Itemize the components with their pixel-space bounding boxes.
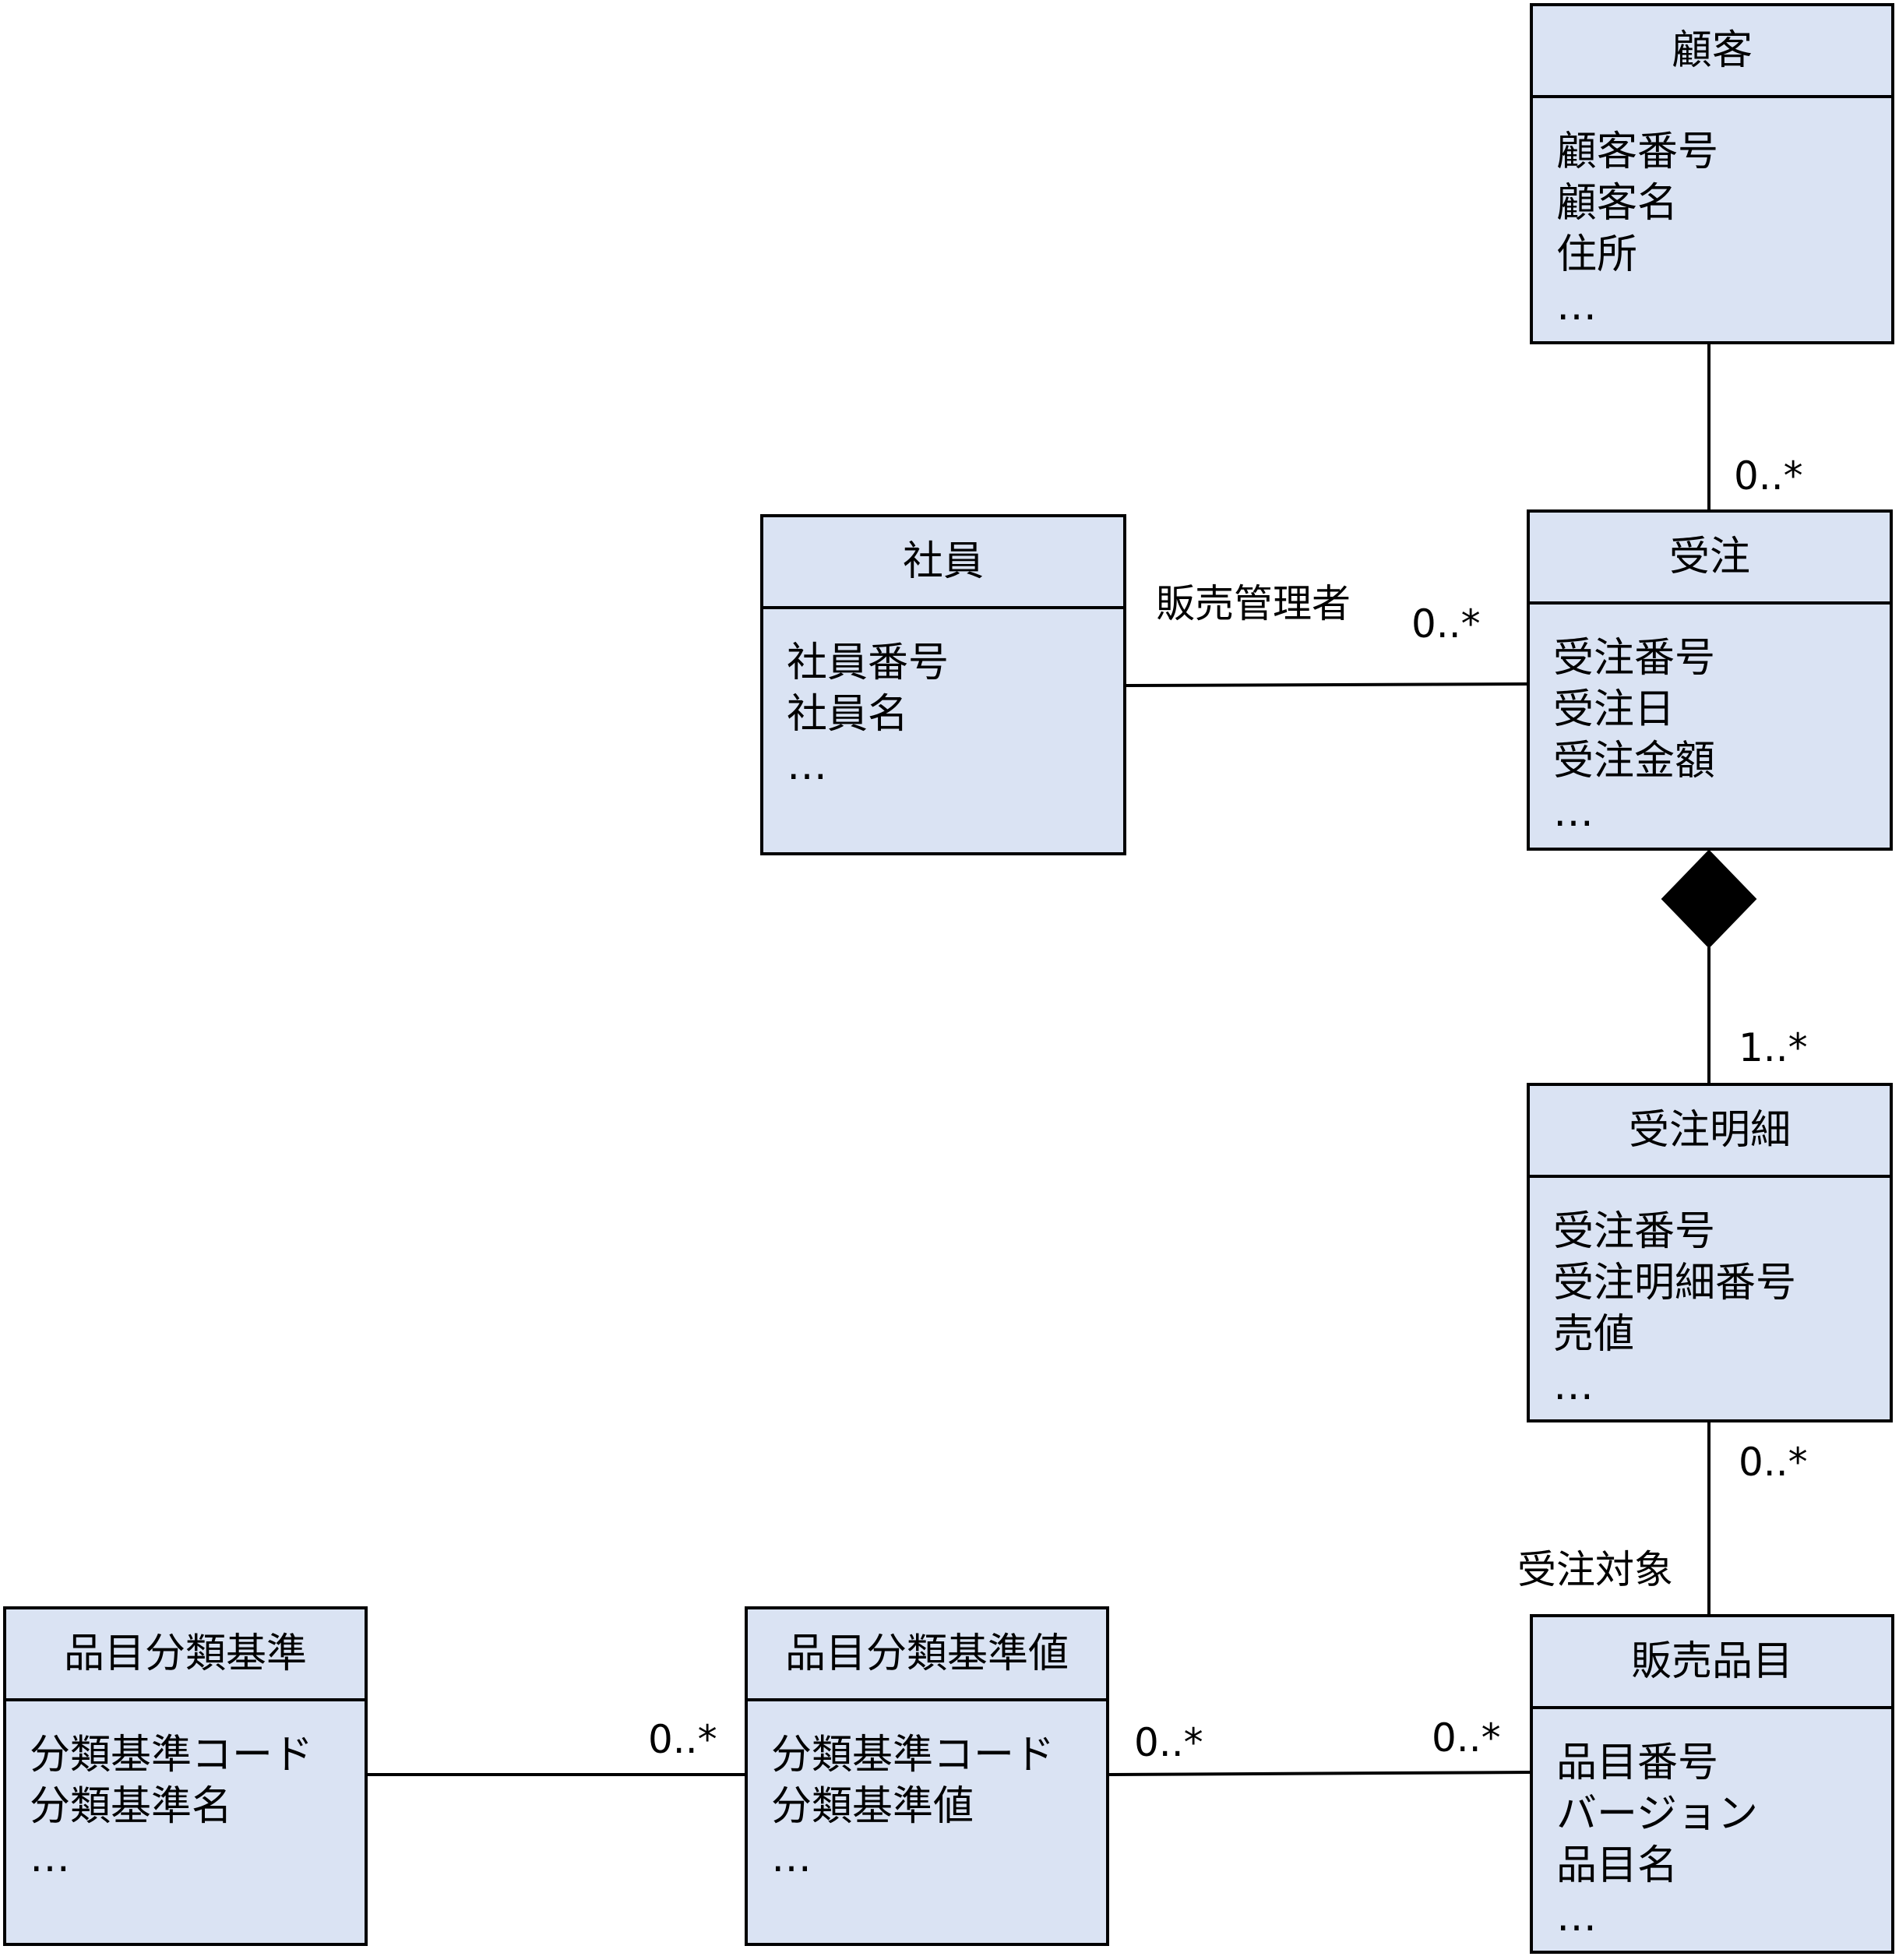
class-sales-item[interactable]: 販売品目 品目番号 バージョン 品目名 … — [1530, 1614, 1894, 1954]
class-customer[interactable]: 顧客 顧客番号 顧客名 住所 … — [1530, 3, 1894, 344]
attribute: 売値 — [1553, 1311, 1635, 1358]
class-category-attributes: 分類基準コード 分類基準名 … — [6, 1701, 365, 1884]
class-category-value[interactable]: 品目分類基準値 分類基準コード 分類基準値 … — [745, 1606, 1109, 1946]
class-customer-attributes: 顧客番号 顧客名 住所 … — [1533, 98, 1891, 332]
attribute: 社員番号 — [787, 640, 950, 686]
class-category-name: 品目分類基準 — [6, 1609, 365, 1701]
class-order-attributes: 受注番号 受注日 受注金額 … — [1530, 605, 1890, 838]
attribute: 受注金額 — [1553, 738, 1716, 784]
class-customer-name: 顧客 — [1533, 6, 1891, 98]
class-employee[interactable]: 社員 社員番号 社員名 … — [760, 514, 1126, 855]
attribute: … — [787, 742, 827, 789]
role-sales-manager: 販売管理者 — [1156, 581, 1351, 626]
attribute: 顧客番号 — [1556, 129, 1719, 175]
attribute: … — [771, 1835, 812, 1881]
class-employee-name: 社員 — [763, 517, 1123, 609]
class-order-name: 受注 — [1530, 513, 1890, 605]
attribute: … — [1556, 283, 1597, 330]
multiplicity-detail-item: 0..* — [1739, 1440, 1808, 1485]
attribute: 受注明細番号 — [1553, 1260, 1797, 1306]
class-order-detail-name: 受注明細 — [1530, 1086, 1890, 1178]
attribute: 社員名 — [787, 691, 909, 738]
class-category-value-attributes: 分類基準コード 分類基準値 … — [748, 1701, 1106, 1884]
multiplicity-value-item-near-item: 0..* — [1432, 1715, 1501, 1761]
multiplicity-employee-order: 0..* — [1411, 601, 1481, 647]
composition-diamond — [1661, 849, 1757, 949]
value-item-line — [1108, 1771, 1532, 1776]
attribute: 受注番号 — [1553, 635, 1716, 682]
class-order[interactable]: 受注 受注番号 受注日 受注金額 … — [1527, 509, 1893, 851]
class-order-detail-attributes: 受注番号 受注明細番号 売値 … — [1530, 1178, 1890, 1412]
class-sales-item-name: 販売品目 — [1533, 1617, 1891, 1709]
attribute: 分類基準コード — [30, 1732, 314, 1778]
class-category[interactable]: 品目分類基準 分類基準コード 分類基準名 … — [3, 1606, 368, 1946]
class-category-value-name: 品目分類基準値 — [748, 1609, 1106, 1701]
multiplicity-order-detail: 1..* — [1739, 1025, 1808, 1070]
attribute: … — [1553, 1362, 1594, 1409]
attribute: 受注日 — [1553, 686, 1675, 733]
class-sales-item-attributes: 品目番号 バージョン 品目名 … — [1533, 1709, 1891, 1943]
multiplicity-value-item-near-value: 0..* — [1134, 1720, 1203, 1765]
attribute: … — [30, 1835, 70, 1881]
attribute: 顧客名 — [1556, 180, 1679, 227]
attribute: 分類基準コード — [771, 1732, 1055, 1778]
class-employee-attributes: 社員番号 社員名 … — [763, 609, 1123, 791]
multiplicity-customer-order: 0..* — [1734, 453, 1803, 499]
attribute: 受注番号 — [1553, 1208, 1716, 1255]
attribute: バージョン — [1556, 1791, 1758, 1838]
attribute: 分類基準値 — [771, 1783, 974, 1830]
role-order-target: 受注対象 — [1517, 1547, 1673, 1592]
class-order-detail[interactable]: 受注明細 受注番号 受注明細番号 売値 … — [1527, 1083, 1893, 1422]
employee-order-line — [1126, 682, 1527, 687]
attribute: 品目番号 — [1556, 1740, 1719, 1786]
attribute: 住所 — [1556, 231, 1638, 278]
attribute: 品目名 — [1556, 1842, 1679, 1889]
attribute: … — [1553, 789, 1594, 836]
multiplicity-category-value: 0..* — [648, 1717, 717, 1762]
attribute: … — [1556, 1894, 1597, 1941]
attribute: 分類基準名 — [30, 1783, 233, 1830]
